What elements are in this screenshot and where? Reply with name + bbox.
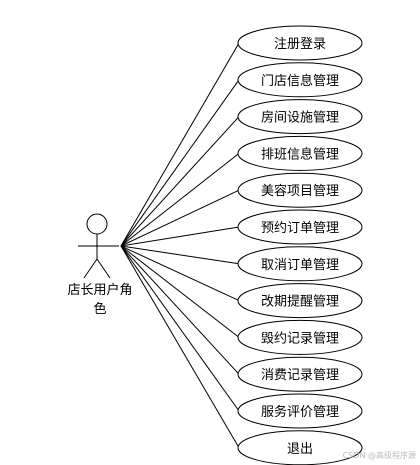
actor-label-line2: 色 xyxy=(93,301,106,317)
use-case-ellipse xyxy=(237,283,363,319)
association-line xyxy=(120,245,240,302)
use-case: 改期提醒管理 xyxy=(237,283,363,319)
use-case-ellipse xyxy=(237,319,363,355)
association-line xyxy=(120,189,240,247)
actor-left-leg xyxy=(83,258,98,279)
association-line xyxy=(120,153,240,247)
association-line xyxy=(120,245,240,412)
use-case-label: 房间设施管理 xyxy=(261,110,339,126)
use-case: 毁约记录管理 xyxy=(237,319,363,355)
use-case: 房间设施管理 xyxy=(237,99,363,135)
use-case-label: 取消订单管理 xyxy=(261,258,339,273)
use-case-label: 毁约记录管理 xyxy=(261,331,339,346)
association-line xyxy=(120,245,240,449)
use-case-label: 预约订单管理 xyxy=(261,221,339,236)
use-case-label: 注册登录 xyxy=(274,37,326,52)
actor: 店长用户角 色 xyxy=(67,213,133,317)
use-case-label: 退出 xyxy=(287,442,313,457)
association-line xyxy=(120,226,240,247)
association-line xyxy=(120,116,240,247)
actor-label-line1: 店长用户角 xyxy=(67,282,132,298)
use-case: 注册登录 xyxy=(237,25,363,61)
use-cases: 注册登录门店信息管理房间设施管理排班信息管理美容项目管理预约订单管理取消订单管理… xyxy=(237,25,363,465)
use-case-label: 服务评价管理 xyxy=(261,404,339,420)
actor-head xyxy=(86,213,108,235)
use-case: 预约订单管理 xyxy=(237,209,363,245)
watermark: CSDN @高级程序源 xyxy=(343,450,416,460)
use-case-ellipse xyxy=(237,62,363,98)
use-case-ellipse xyxy=(237,99,363,135)
use-case: 服务评价管理 xyxy=(237,393,363,429)
use-case-ellipse xyxy=(237,172,363,208)
association-line xyxy=(120,42,240,247)
use-case-label: 消费记录管理 xyxy=(261,368,339,383)
association-line xyxy=(120,245,240,375)
use-case: 消费记录管理 xyxy=(237,356,363,392)
association-line xyxy=(120,245,240,338)
actor-right-leg xyxy=(96,258,111,279)
use-case-ellipse xyxy=(237,246,363,282)
use-case-label: 门店信息管理 xyxy=(261,73,339,89)
use-case-ellipse xyxy=(237,393,363,429)
association-line xyxy=(120,79,240,247)
use-case: 取消订单管理 xyxy=(237,246,363,282)
use-case-label: 排班信息管理 xyxy=(261,146,339,162)
use-case: 美容项目管理 xyxy=(237,172,363,208)
association-line xyxy=(120,245,240,265)
use-case-ellipse xyxy=(237,209,363,245)
use-case: 排班信息管理 xyxy=(237,135,363,171)
use-case-label: 美容项目管理 xyxy=(261,183,339,199)
use-case-ellipse xyxy=(237,135,363,171)
association-lines xyxy=(120,42,240,449)
use-case-ellipse xyxy=(237,356,363,392)
use-case-ellipse xyxy=(237,25,363,61)
use-case: 门店信息管理 xyxy=(237,62,363,98)
use-case-label: 改期提醒管理 xyxy=(261,294,339,310)
